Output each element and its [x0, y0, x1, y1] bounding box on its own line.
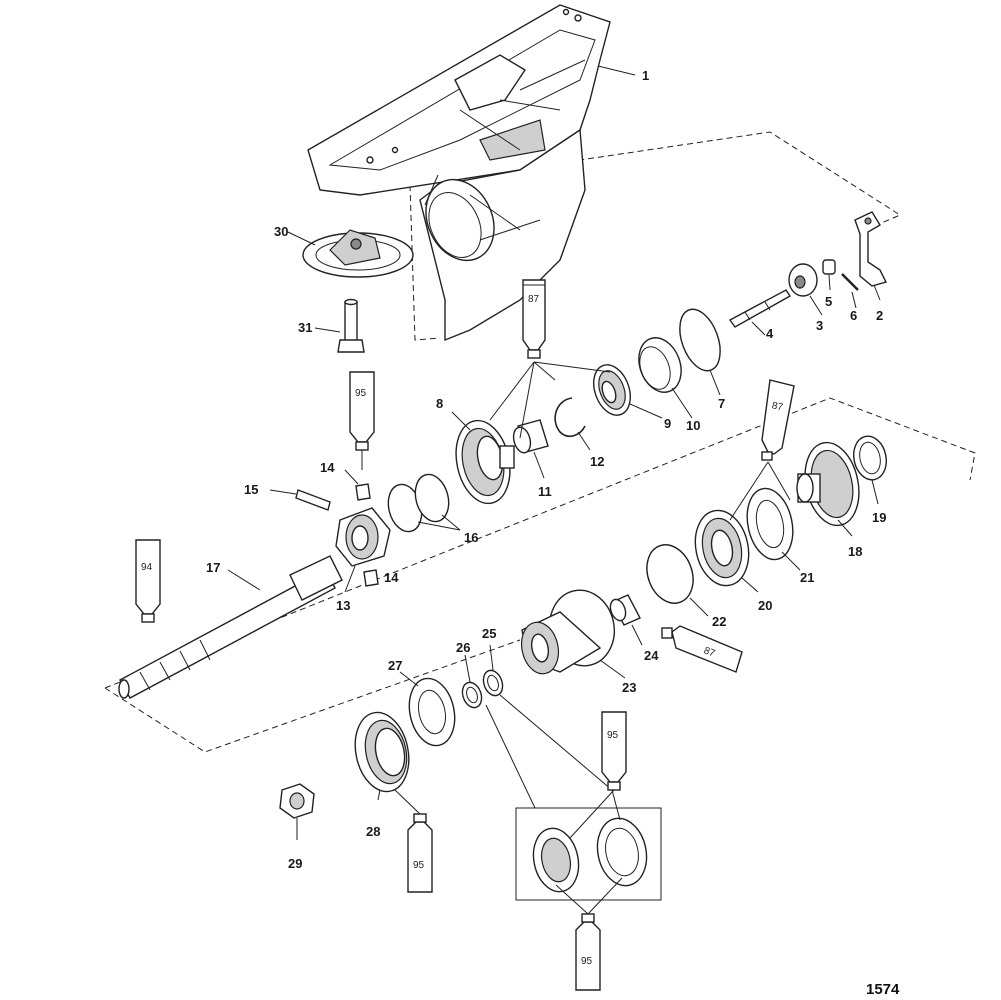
- bearing-cup: [638, 337, 693, 419]
- seal-detail-box: [485, 694, 662, 915]
- callout-2: 2: [876, 308, 883, 323]
- callout-3: 3: [816, 318, 823, 333]
- clutch-retainer-14: [344, 469, 371, 501]
- lubricant-tube-87-a: [489, 279, 611, 439]
- upper-dashed-boundary: [409, 131, 902, 341]
- callout-24: 24: [644, 648, 659, 663]
- lower-dashed-boundary: [104, 397, 976, 753]
- bearing-carrier: [520, 589, 626, 679]
- callout-12: 12: [590, 454, 604, 469]
- bearing-race-19: [852, 435, 888, 505]
- tube-label-87-a: 87: [528, 294, 540, 305]
- reverse-gear: [796, 441, 860, 537]
- callout-11: 11: [538, 484, 552, 499]
- callout-27: 27: [388, 658, 402, 673]
- callout-23: 23: [622, 680, 636, 695]
- callout-6: 6: [850, 308, 857, 323]
- callout-18: 18: [848, 544, 862, 559]
- callout-10: 10: [686, 418, 700, 433]
- callout-13: 13: [336, 598, 350, 613]
- forward-gear: [451, 411, 515, 505]
- shift-bushing: [788, 263, 823, 316]
- callout-17: 17: [206, 560, 220, 575]
- callout-20: 20: [758, 598, 772, 613]
- callout-30: 30: [274, 224, 288, 239]
- callout-14-b: 14: [384, 570, 399, 585]
- thrust-washer: [746, 487, 801, 571]
- callout-1: 1: [642, 68, 649, 83]
- callout-25: 25: [482, 626, 496, 641]
- o-ring-7: [679, 308, 721, 396]
- callout-8: 8: [436, 396, 443, 411]
- anode-bolt: [314, 298, 365, 353]
- hex-nut: [279, 783, 315, 840]
- o-rings-16: [387, 473, 461, 533]
- bearing-retainer: [354, 711, 410, 801]
- lubricant-tube-94: [135, 539, 161, 623]
- pinion-sleeve: [512, 419, 549, 479]
- callout-31: 31: [298, 320, 312, 335]
- oil-seal-25: [482, 644, 504, 697]
- callout-15: 15: [244, 482, 258, 497]
- callout-5: 5: [825, 294, 832, 309]
- oil-seal-26: [461, 654, 483, 709]
- callout-26: 26: [456, 640, 470, 655]
- callout-9: 9: [664, 416, 671, 431]
- shift-crank: [854, 211, 888, 301]
- callout-16: 16: [464, 530, 478, 545]
- callout-14-a: 14: [320, 460, 335, 475]
- cross-pin: [269, 489, 331, 511]
- lubricant-tube-95-a: [349, 371, 375, 470]
- ball-bearing: [694, 509, 759, 593]
- propeller-shaft: [118, 555, 343, 699]
- callout-28: 28: [366, 824, 380, 839]
- cotter-pin: [841, 273, 859, 309]
- lubricant-tube-95-b: [601, 711, 627, 791]
- needle-bearing: [609, 594, 643, 646]
- sliding-clutch: [335, 507, 391, 593]
- callout-22: 22: [712, 614, 726, 629]
- tube-label-95-a: 95: [355, 388, 367, 399]
- lubricant-tube-87-c: [661, 625, 743, 673]
- lubricant-tube-95-c: [394, 789, 433, 893]
- tube-label-87-c: 87: [702, 645, 717, 660]
- callout-21: 21: [800, 570, 814, 585]
- tab-washer: [399, 671, 456, 747]
- lubricant-tube-87-b: [729, 379, 795, 521]
- callout-7: 7: [718, 396, 725, 411]
- tube-label-87-b: 87: [771, 400, 785, 413]
- retaining-ring: [554, 397, 591, 451]
- shift-shaft: [728, 289, 792, 336]
- tube-label-95-c: 95: [413, 860, 425, 871]
- tube-label-95-b: 95: [607, 730, 619, 741]
- anode: [287, 229, 414, 278]
- gear-housing: [307, 4, 636, 342]
- callout-19: 19: [872, 510, 886, 525]
- tube-label-94: 94: [141, 562, 153, 573]
- tube-label-95-d: 95: [581, 956, 593, 967]
- lubricant-tube-95-d: [575, 913, 601, 991]
- o-ring-22: [646, 544, 709, 617]
- callout-4: 4: [766, 326, 774, 341]
- shift-pin: [822, 259, 836, 291]
- callout-29: 29: [288, 856, 302, 871]
- figure-number: 1574: [866, 981, 900, 998]
- clutch-retainer-14b: [363, 569, 379, 587]
